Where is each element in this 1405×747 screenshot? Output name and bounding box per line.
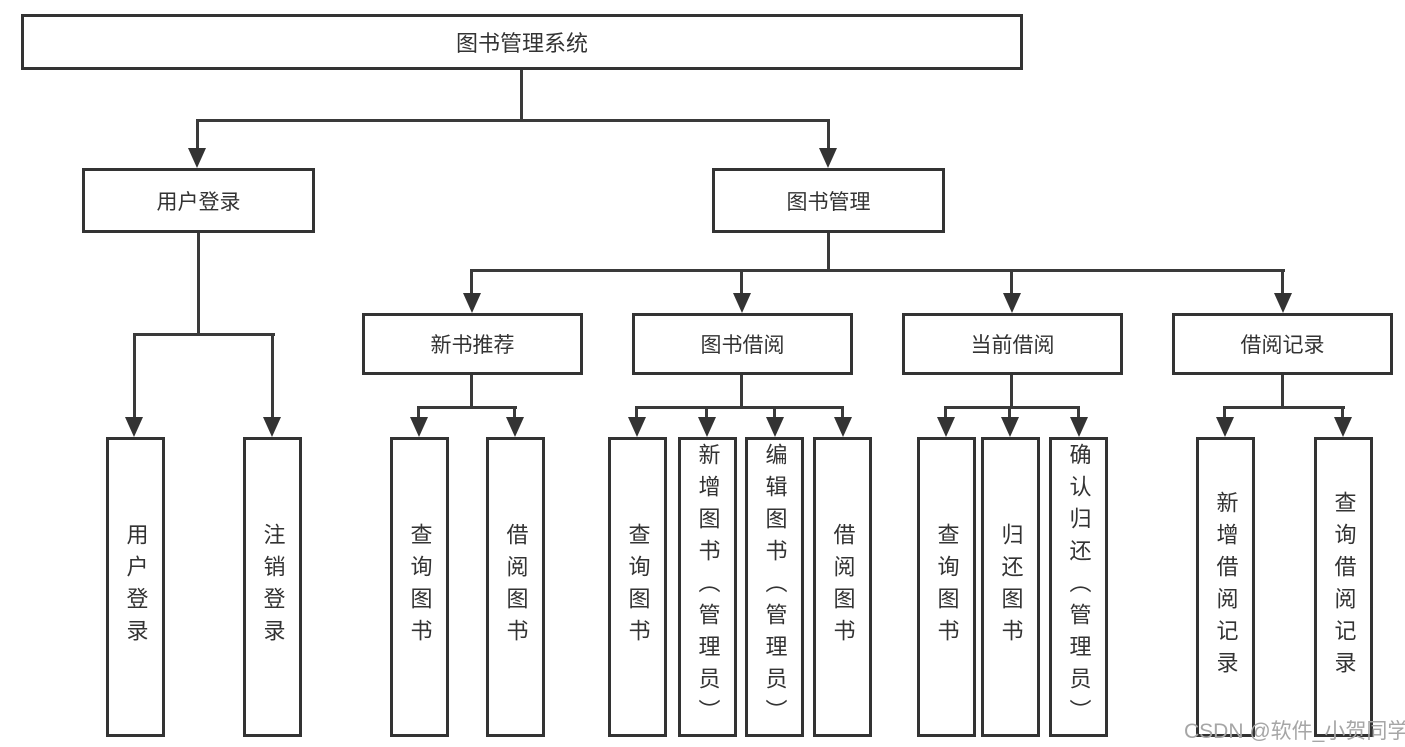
node-new-book-recommend: 新书推荐	[362, 313, 583, 375]
leaf-bookborrow-add-book-admin: 新增图书（管理员）	[678, 437, 737, 737]
arrow-down-icon	[1001, 417, 1019, 437]
node-label: 图书管理	[786, 190, 871, 214]
connector-drop-user-login	[196, 119, 199, 150]
node-label: 注销登录	[260, 523, 286, 651]
leaf-currentborrow-query-books: 查询图书	[917, 437, 976, 737]
leaf-logout: 注销登录	[243, 437, 302, 737]
node-user-login: 用户登录	[82, 168, 315, 233]
connector-bookborrow-branch	[635, 406, 844, 409]
arrow-down-icon	[506, 417, 524, 437]
leaf-bookborrow-query-books: 查询图书	[608, 437, 667, 737]
arrow-down-icon	[628, 417, 646, 437]
connector-drop-borrowrecord	[1281, 269, 1284, 293]
connector-drop-currentborrow	[1010, 269, 1013, 293]
node-label: 用户登录	[156, 190, 241, 214]
node-label: 查询图书	[407, 523, 433, 651]
connector-bookmgmt-branch	[471, 269, 1285, 272]
connector-newbook-branch	[417, 406, 517, 409]
arrow-down-icon	[937, 417, 955, 437]
node-label: 当前借阅	[970, 334, 1055, 357]
connector-drop-bookborrow	[740, 269, 743, 293]
arrow-down-icon	[263, 417, 281, 437]
connector-bookmgmt-stem	[827, 233, 830, 271]
node-borrow-record: 借阅记录	[1172, 313, 1393, 375]
connector-drop-leaf	[944, 406, 947, 419]
leaf-user-login: 用户登录	[106, 437, 165, 737]
connector-root-stem	[520, 70, 523, 120]
node-label: 借阅图书	[503, 523, 529, 651]
connector-drop-leaf	[513, 406, 516, 419]
node-label: 查询图书	[934, 523, 960, 651]
node-label: 新增图书（管理员）	[695, 443, 721, 731]
connector-root-branch	[196, 119, 830, 122]
node-root-library-system: 图书管理系统	[21, 14, 1023, 70]
node-label: 借阅记录	[1240, 334, 1325, 357]
connector-drop-leaf	[133, 333, 136, 417]
leaf-bookborrow-borrow-books: 借阅图书	[813, 437, 872, 737]
leaf-borrowrecord-query-record: 查询借阅记录	[1314, 437, 1373, 737]
connector-currentborrow-stem	[1010, 375, 1013, 409]
connector-drop-newbook	[470, 269, 473, 293]
arrow-down-icon	[1274, 293, 1292, 313]
leaf-bookborrow-edit-book-admin: 编辑图书（管理员）	[745, 437, 804, 737]
node-label: 借阅图书	[830, 523, 856, 651]
connector-borrowrecord-stem	[1281, 375, 1284, 409]
node-label: 编辑图书（管理员）	[762, 443, 788, 731]
arrow-down-icon	[463, 293, 481, 313]
connector-drop-leaf	[1008, 406, 1011, 419]
connector-bookborrow-stem	[740, 375, 743, 409]
arrow-down-icon	[188, 148, 206, 168]
node-label: 确认归还（管理员）	[1066, 443, 1092, 731]
arrow-down-icon	[125, 417, 143, 437]
arrow-down-icon	[766, 417, 784, 437]
arrow-down-icon	[834, 417, 852, 437]
connector-drop-book-mgmt	[827, 119, 830, 150]
node-book-borrow: 图书借阅	[632, 313, 853, 375]
connector-drop-leaf	[1223, 406, 1226, 419]
connector-drop-leaf	[705, 406, 708, 419]
connector-drop-leaf	[417, 406, 420, 419]
arrow-down-icon	[733, 293, 751, 313]
node-label: 图书借阅	[700, 334, 785, 357]
connector-drop-leaf	[773, 406, 776, 419]
connector-borrowrecord-branch	[1223, 406, 1345, 409]
connector-currentborrow-branch	[944, 406, 1080, 409]
arrow-down-icon	[698, 417, 716, 437]
arrow-down-icon	[410, 417, 428, 437]
connector-drop-leaf	[841, 406, 844, 419]
node-label: 查询图书	[625, 523, 651, 651]
node-label: 查询借阅记录	[1331, 491, 1357, 683]
node-book-mgmt: 图书管理	[712, 168, 945, 233]
arrow-down-icon	[1003, 293, 1021, 313]
node-label: 归还图书	[998, 523, 1024, 651]
leaf-currentborrow-confirm-return-admin: 确认归还（管理员）	[1049, 437, 1108, 737]
leaf-newbook-borrow-books: 借阅图书	[486, 437, 545, 737]
node-label: 用户登录	[123, 523, 149, 651]
connector-drop-leaf	[1077, 406, 1080, 419]
arrow-down-icon	[1216, 417, 1234, 437]
arrow-down-icon	[1334, 417, 1352, 437]
leaf-newbook-query-books: 查询图书	[390, 437, 449, 737]
connector-drop-leaf	[635, 406, 638, 419]
leaf-currentborrow-return-books: 归还图书	[981, 437, 1040, 737]
node-label: 新书推荐	[430, 334, 515, 357]
connector-drop-leaf	[271, 333, 274, 417]
node-label: 新增借阅记录	[1213, 491, 1239, 683]
connector-newbook-stem	[470, 375, 473, 409]
connector-userlogin-stem	[197, 233, 200, 335]
arrow-down-icon	[819, 148, 837, 168]
connector-drop-leaf	[1341, 406, 1344, 419]
node-current-borrow: 当前借阅	[902, 313, 1123, 375]
leaf-borrowrecord-add-record: 新增借阅记录	[1196, 437, 1255, 737]
watermark: CSDN @软件_小贺同学	[1184, 720, 1405, 743]
node-label: 图书管理系统	[455, 31, 588, 56]
arrow-down-icon	[1070, 417, 1088, 437]
connector-userlogin-branch	[133, 333, 275, 336]
